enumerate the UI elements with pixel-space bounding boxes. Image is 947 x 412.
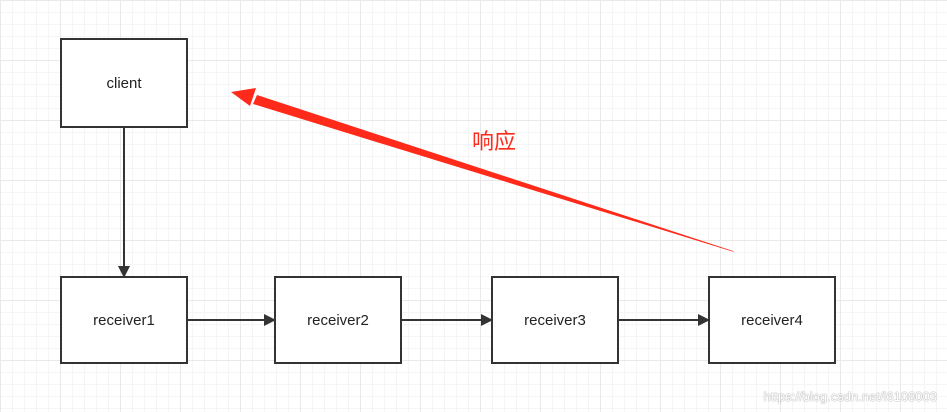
- node-receiver4: receiver4: [708, 276, 836, 364]
- response-arrow-shaft: [253, 95, 734, 252]
- response-arrow: 响应: [231, 88, 734, 252]
- node-receiver3: receiver3: [491, 276, 619, 364]
- response-label: 响应: [472, 130, 516, 155]
- response-arrow-head: [231, 88, 256, 106]
- node-receiver1-label: receiver1: [93, 312, 155, 329]
- node-receiver2-label: receiver2: [307, 312, 369, 329]
- node-client-label: client: [106, 75, 142, 92]
- watermark: https://blog.csdn.net/l6108003: [763, 389, 937, 404]
- node-receiver2: receiver2: [274, 276, 402, 364]
- node-receiver1: receiver1: [60, 276, 188, 364]
- node-receiver3-label: receiver3: [524, 312, 586, 329]
- node-client: client: [60, 38, 188, 128]
- node-receiver4-label: receiver4: [741, 312, 803, 329]
